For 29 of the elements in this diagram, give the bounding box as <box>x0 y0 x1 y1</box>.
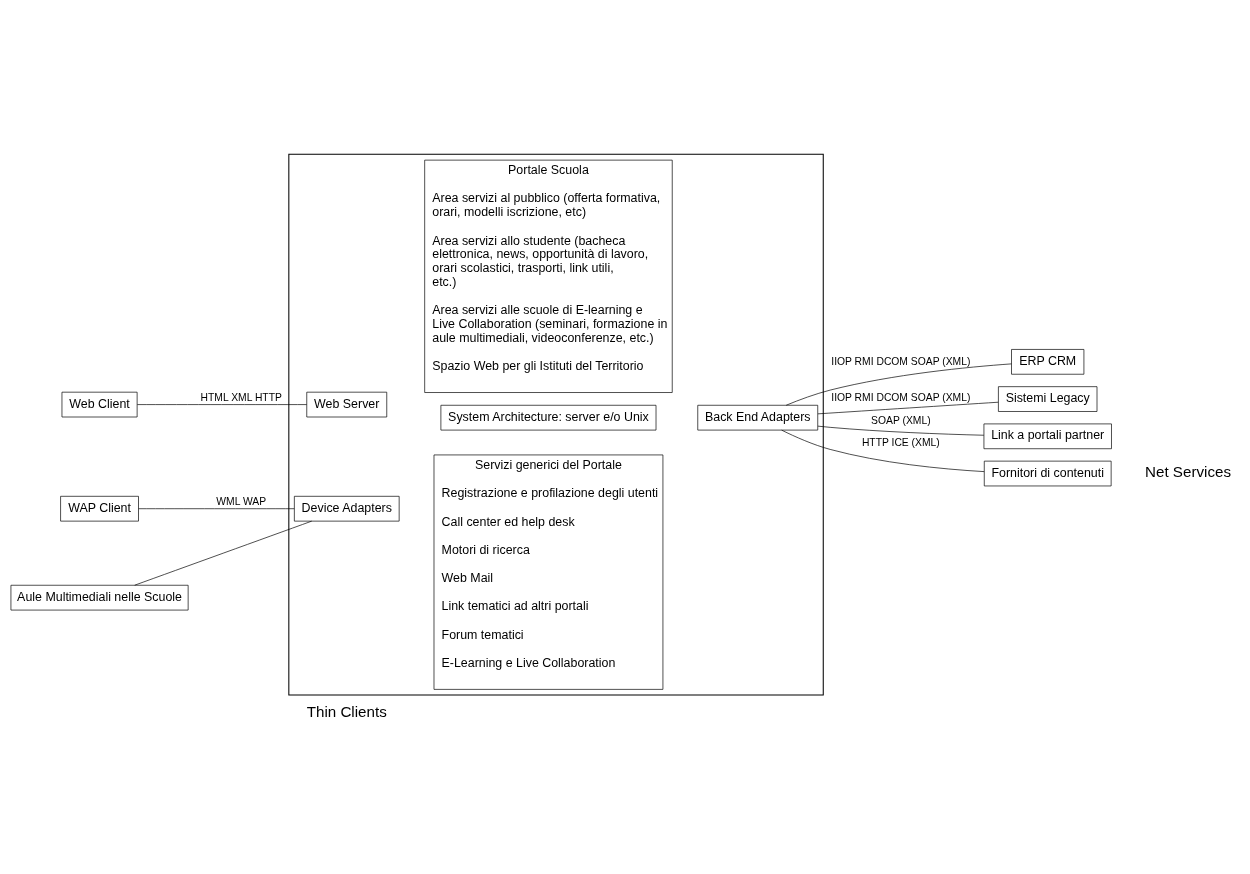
edge-label: WML WAP <box>216 496 267 508</box>
node-box: Link a portali partner <box>983 423 1112 450</box>
node-box: Sistemi Legacy <box>998 386 1098 412</box>
connector <box>817 425 985 436</box>
node-box: Web Server <box>306 391 388 418</box>
edge-label: SOAP (XML) <box>871 414 931 426</box>
node-box: ERP CRM <box>1011 349 1085 375</box>
label: Net Services <box>1145 463 1231 481</box>
edge-label: HTTP ICE (XML) <box>861 436 940 448</box>
connector <box>817 401 999 415</box>
node-box: Portale Scuola Area servizi al pubblico (offerta formativa, orari, modelli iscrizione, etc) Area servizi allo studente (bacheca elettronica, news, opportunità di lavoro, orari scolastici, trasporti, link utili, etc.) Area servizi alle scuole di E-learning e Live Collaboration (seminari, formazione in aule multimediali, videoconferenze, etc.) Spazio Web per gli Istituti del Territorio <box>424 159 673 393</box>
node-box: Device Adapters <box>294 495 400 522</box>
node-box: Fornitori di contenuti <box>983 460 1112 487</box>
node-box: Back End Adapters <box>697 404 819 431</box>
node-box: System Architecture: server e/o Unix <box>440 404 657 431</box>
node-box: Web Client <box>61 391 138 418</box>
edge-label: IIOP RMI DCOM SOAP (XML) <box>831 355 971 367</box>
cluster <box>288 153 824 696</box>
node-box: WAP Client <box>60 495 139 522</box>
connector <box>136 404 307 405</box>
edge-label: HTML XML HTTP <box>200 392 282 404</box>
connector <box>781 429 985 472</box>
edge-label: IIOP RMI DCOM SOAP (XML) <box>831 392 971 404</box>
connector <box>138 508 295 510</box>
connector <box>785 363 1012 406</box>
label: Thin Clients <box>306 702 387 720</box>
connector <box>134 520 312 586</box>
node-box: Servizi generici del Portale Registrazione e profilazione degli utenti Call center ed help desk Motori di ricerca Web Mail Link tematici ad altri portali Forum tematici E-Learning e Live Collaboration <box>433 454 664 690</box>
node-box: Aule Multimediali nelle Scuole <box>10 584 189 611</box>
